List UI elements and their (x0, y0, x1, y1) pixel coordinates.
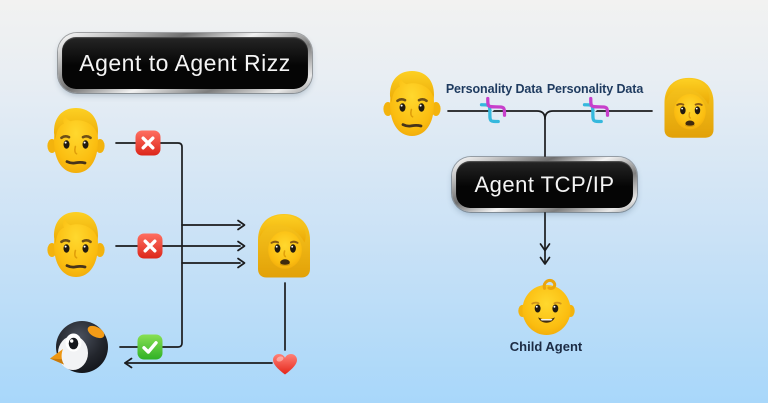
child-agent-label: Child Agent (509, 339, 583, 354)
personality-data-label: Personality Data (546, 82, 644, 96)
baby-emoji (518, 277, 575, 337)
man-agent-emoji (47, 208, 105, 282)
man-agent-emoji (47, 104, 105, 178)
dna-emoji (582, 94, 610, 126)
woman-agent-emoji (249, 211, 319, 281)
tcpip-title-label: Agent TCP/IP (456, 161, 633, 208)
red-heart-emoji (272, 352, 298, 377)
dna-emoji (479, 94, 507, 126)
penguin-emoji (49, 319, 111, 375)
check-mark-badge (137, 334, 163, 360)
cross-mark-badge (135, 130, 161, 156)
personality-data-label: Personality Data (445, 82, 543, 96)
woman-agent-emoji (656, 74, 722, 142)
man-agent-emoji (383, 67, 441, 141)
rizz-title-label: Agent to Agent Rizz (62, 37, 308, 89)
rizz-title-pill: Agent to Agent Rizz (58, 33, 312, 93)
tcpip-title-pill: Agent TCP/IP (452, 157, 637, 212)
cross-mark-badge (137, 233, 163, 259)
